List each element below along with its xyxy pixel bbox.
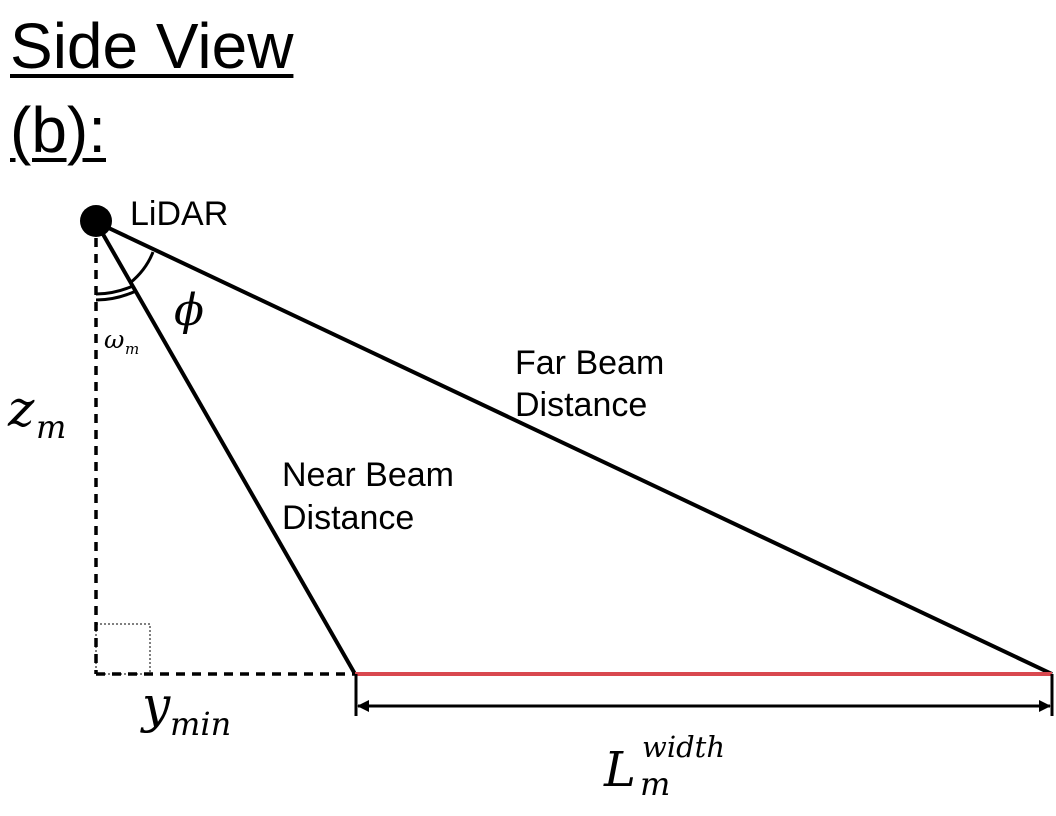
right-angle-marker <box>95 623 151 675</box>
lidar-sensor-dot <box>80 205 112 237</box>
omega-angle-arc-inner <box>95 284 134 296</box>
diagram-title-line-2: (b): <box>10 94 106 166</box>
min-distance-symbol: y <box>140 676 171 734</box>
min-distance-label: y min <box>140 676 231 743</box>
width-superscript: width <box>642 730 725 764</box>
phi-angle-arc <box>129 251 155 285</box>
min-distance-subscript: min <box>170 705 231 743</box>
omega-angle-label: ω m <box>104 325 139 358</box>
omega-symbol: ω <box>104 325 124 354</box>
diagram-title-line-1: Side View <box>10 10 294 82</box>
width-label: L m width <box>603 730 725 803</box>
near-beam-label-line-1: Near Beam <box>282 456 454 494</box>
far-beam-label-line-1: Far Beam <box>515 344 664 382</box>
near-beam-label-line-2: Distance <box>282 499 414 537</box>
lidar-label: LiDAR <box>130 195 228 233</box>
phi-angle-label: ϕ <box>174 285 204 336</box>
far-beam-line <box>95 220 1053 676</box>
omega-subscript: m <box>125 340 139 358</box>
width-subscript: m <box>640 765 670 803</box>
width-symbol: L <box>603 742 636 798</box>
height-subscript: m <box>36 408 66 446</box>
height-label: z m <box>7 380 66 446</box>
height-symbol: z <box>7 380 35 438</box>
omega-angle-arc-outer <box>95 289 137 302</box>
far-beam-label-line-2: Distance <box>515 386 647 424</box>
near-beam-line <box>94 221 357 675</box>
